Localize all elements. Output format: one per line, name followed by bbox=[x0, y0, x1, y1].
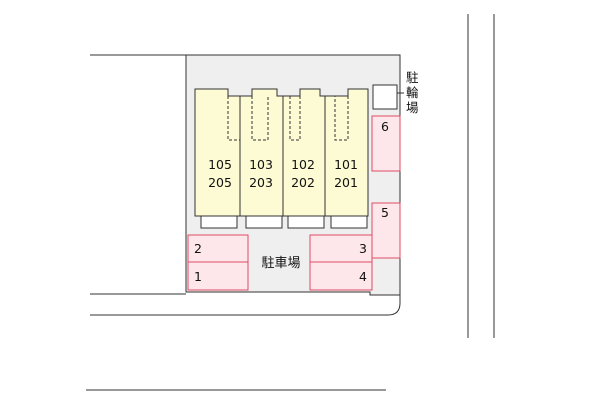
unit-number-upper: 203 bbox=[249, 175, 273, 190]
parking-slot-number: 4 bbox=[359, 269, 367, 284]
parking-slot-number: 3 bbox=[359, 241, 367, 256]
unit-interior-dashed bbox=[227, 96, 240, 141]
parking-area-label: 駐車場 bbox=[261, 256, 300, 271]
parking-slot-6 bbox=[371, 115, 401, 172]
unit-number-ground: 101 bbox=[334, 157, 358, 172]
parking-slot-4 bbox=[309, 261, 373, 291]
bicycle-parking-label: 輪 bbox=[406, 85, 419, 100]
parking-slots: 2 1 3 4 5 6 bbox=[187, 115, 401, 291]
unit-number-ground: 102 bbox=[291, 157, 315, 172]
bicycle-parking-label: 場 bbox=[406, 100, 419, 115]
parking-slot-number: 5 bbox=[381, 205, 389, 220]
unit-footprint bbox=[324, 88, 369, 217]
parking-slot-number: 6 bbox=[381, 119, 389, 134]
porch bbox=[287, 214, 325, 229]
parking-slot-2 bbox=[187, 234, 249, 263]
bicycle-parking-label: 駐 bbox=[406, 70, 419, 85]
parking-slot-1 bbox=[187, 261, 249, 291]
porch bbox=[200, 214, 238, 229]
parking-slot-5 bbox=[371, 202, 401, 259]
parking-slot-number: 1 bbox=[194, 269, 202, 284]
road-line-bottom-curb bbox=[90, 293, 401, 316]
unit-number-ground: 103 bbox=[249, 157, 273, 172]
bicycle-parking-box bbox=[372, 84, 398, 110]
unit-interior-dashed bbox=[334, 96, 349, 141]
porch bbox=[330, 214, 368, 229]
porch bbox=[245, 214, 283, 229]
unit-number-upper: 205 bbox=[208, 175, 232, 190]
building: 105 205 103 203 102 202 101 201 bbox=[194, 88, 369, 229]
unit-number-upper: 202 bbox=[291, 175, 315, 190]
unit-number-upper: 201 bbox=[334, 175, 358, 190]
unit-interior-dashed bbox=[251, 96, 269, 141]
unit-interior-dashed bbox=[289, 96, 301, 141]
parking-slot-number: 2 bbox=[194, 241, 202, 256]
unit-footprint bbox=[194, 88, 241, 217]
unit-number-ground: 105 bbox=[208, 157, 232, 172]
unit-footprint bbox=[282, 88, 326, 217]
unit-footprint bbox=[239, 88, 284, 217]
